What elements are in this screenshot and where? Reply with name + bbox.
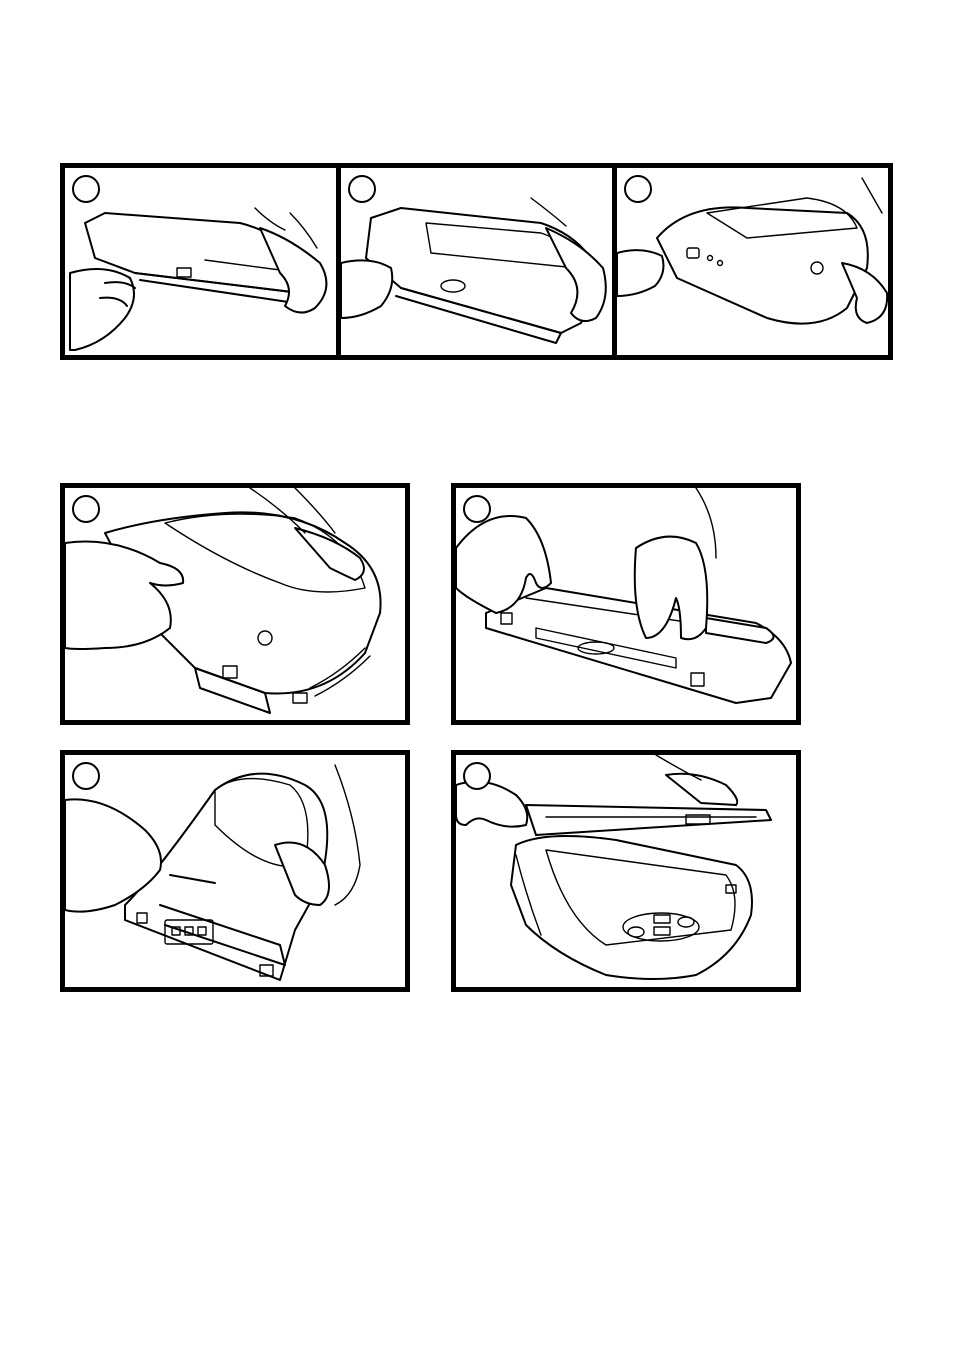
step-number-circle: [72, 175, 100, 203]
top-illustration-strip: [60, 163, 893, 360]
step-number-circle: [72, 762, 100, 790]
strip-panel-2: [341, 168, 612, 355]
illustration-open-lid: [456, 755, 796, 987]
step-number-circle: [624, 175, 652, 203]
illustration-panel-press-lid: [60, 483, 410, 725]
illustration-panel-insert-tool: [60, 750, 410, 992]
illustration-insert-tool: [65, 755, 405, 987]
step-number-circle: [348, 175, 376, 203]
illustration-panel-slide-clips: [451, 483, 801, 725]
strip-panel-1: [65, 168, 336, 355]
illustration-tilt-screen: [617, 168, 893, 355]
step-number-circle: [463, 762, 491, 790]
illustration-slide-clips: [456, 488, 796, 720]
illustration-panel-open-lid: [451, 750, 801, 992]
step-number-circle: [463, 495, 491, 523]
illustration-pull-screen: [341, 168, 612, 355]
strip-panel-3: [617, 168, 893, 355]
step-number-circle: [72, 495, 100, 523]
illustration-press-lid: [65, 488, 405, 720]
illustration-lift-screen: [65, 168, 336, 355]
